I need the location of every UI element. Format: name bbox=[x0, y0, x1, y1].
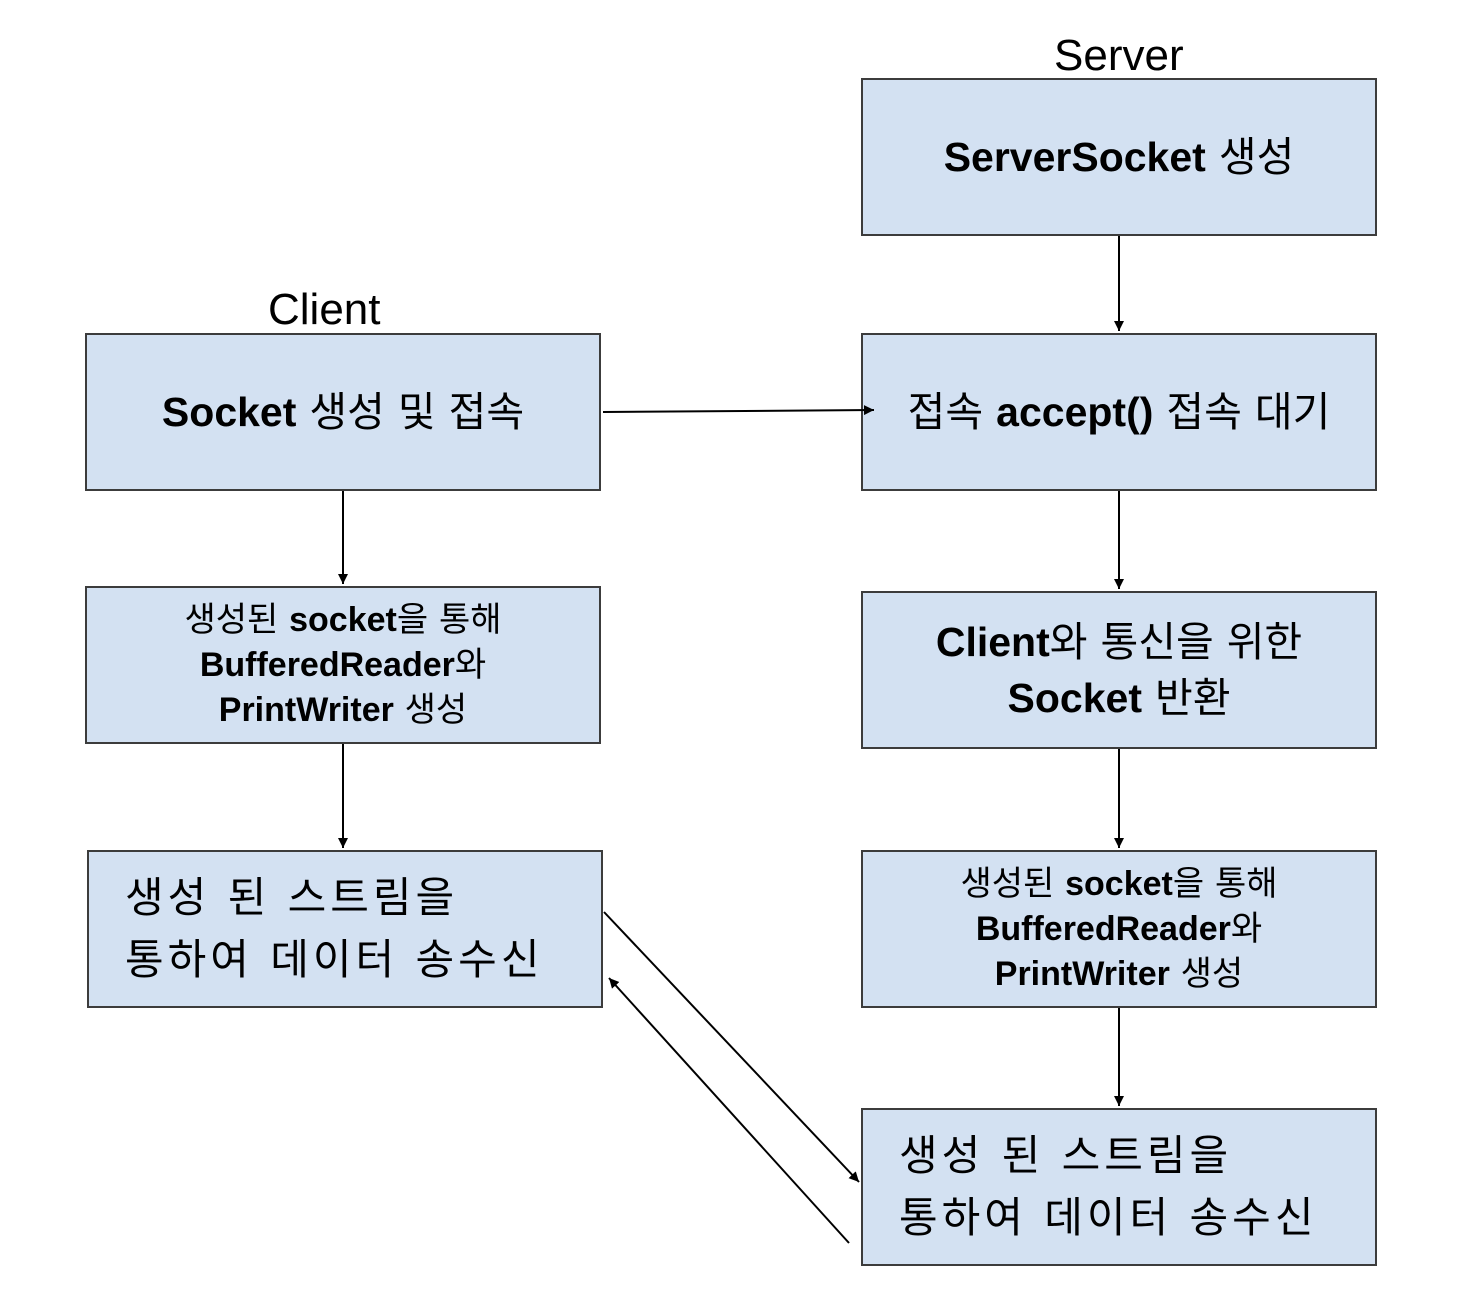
server-transfer-line2: 통하여 데이터 송수신 bbox=[899, 1193, 1318, 1242]
server-accept-line: 접속 accept() 접속 대기 bbox=[907, 388, 1331, 436]
server-create-serversocket-box: ServerSocket 생성 bbox=[861, 78, 1377, 236]
arrow-server-transfer-to-client-transfer bbox=[608, 977, 850, 1244]
client-transfer-line2: 통하여 데이터 송수신 bbox=[125, 935, 544, 984]
client-data-transfer-box: 생성 된 스트림을 통하여 데이터 송수신 bbox=[87, 850, 603, 1008]
server-accept-box: 접속 accept() 접속 대기 bbox=[861, 333, 1377, 491]
server-socket-return-line1: Client와 통신을 위한 bbox=[935, 618, 1303, 666]
server-create-line: ServerSocket 생성 bbox=[943, 133, 1295, 181]
server-column-label: Server bbox=[1054, 31, 1184, 80]
server-streams-line2: BufferedReader와 bbox=[975, 908, 1263, 949]
client-streams-line2: BufferedReader와 bbox=[199, 644, 487, 685]
client-column-label: Client bbox=[268, 285, 381, 334]
client-transfer-line1: 생성 된 스트림을 bbox=[125, 873, 459, 922]
arrow-client-transfer-to-server-transfer bbox=[603, 911, 860, 1183]
client-streams-line3: PrintWriter 생성 bbox=[218, 689, 468, 730]
server-create-streams-box: 생성된 socket을 통해 BufferedReader와 PrintWrit… bbox=[861, 850, 1377, 1008]
arrow-client-connect-to-server-accept bbox=[602, 405, 875, 416]
server-transfer-line1: 생성 된 스트림을 bbox=[899, 1131, 1233, 1180]
client-connect-line: Socket 생성 및 접속 bbox=[161, 388, 525, 436]
server-socket-return-line2: Socket 반환 bbox=[1007, 674, 1231, 722]
server-streams-line3: PrintWriter 생성 bbox=[994, 953, 1244, 994]
server-socket-return-box: Client와 통신을 위한 Socket 반환 bbox=[861, 591, 1377, 749]
client-streams-line1: 생성된 socket을 통해 bbox=[184, 599, 502, 640]
server-data-transfer-box: 생성 된 스트림을 통하여 데이터 송수신 bbox=[861, 1108, 1377, 1266]
server-streams-line1: 생성된 socket을 통해 bbox=[960, 863, 1278, 904]
client-create-streams-box: 생성된 socket을 통해 BufferedReader와 PrintWrit… bbox=[85, 586, 601, 744]
client-connect-box: Socket 생성 및 접속 bbox=[85, 333, 601, 491]
